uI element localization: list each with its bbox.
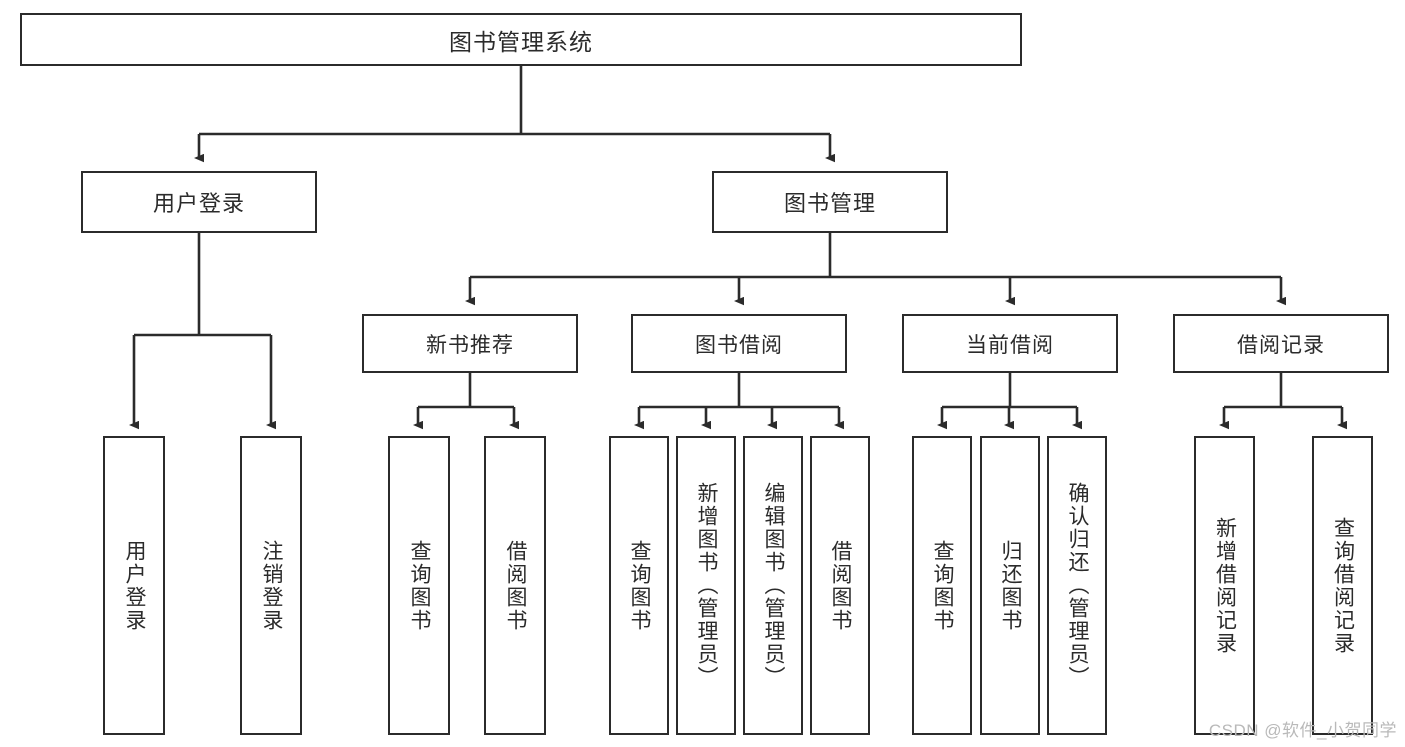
node-leaf-edit-book[interactable]: 编辑图书（管理员）	[743, 436, 803, 735]
node-borrow-record-label: 借阅记录	[1237, 333, 1325, 357]
node-new-book-recommend[interactable]: 新书推荐	[362, 314, 578, 373]
node-leaf-query-book-2[interactable]: 查询图书	[609, 436, 669, 735]
node-leaf-edit-book-label: 编辑图书（管理员）	[762, 482, 786, 689]
node-leaf-query-book-2-label: 查询图书	[628, 539, 652, 632]
node-book-borrow-label: 图书借阅	[695, 333, 783, 357]
node-leaf-logout-login[interactable]: 注销登录	[240, 436, 302, 735]
node-leaf-query-book-1-label: 查询图书	[408, 539, 432, 632]
node-leaf-borrow-book-1[interactable]: 借阅图书	[484, 436, 546, 735]
node-leaf-return-book[interactable]: 归还图书	[980, 436, 1040, 735]
node-user-login[interactable]: 用户登录	[81, 171, 317, 233]
node-leaf-user-login-label: 用户登录	[123, 539, 147, 632]
node-leaf-logout-login-label: 注销登录	[260, 539, 284, 632]
node-book-borrow[interactable]: 图书借阅	[631, 314, 847, 373]
node-leaf-borrow-book-1-label: 借阅图书	[504, 539, 528, 632]
node-new-book-recommend-label: 新书推荐	[426, 333, 514, 357]
node-current-borrow-label: 当前借阅	[966, 333, 1054, 357]
node-leaf-add-book-label: 新增图书（管理员）	[695, 482, 719, 689]
node-leaf-borrow-book-2[interactable]: 借阅图书	[810, 436, 870, 735]
node-root-label: 图书管理系统	[449, 28, 593, 55]
node-leaf-confirm-return-label: 确认归还（管理员）	[1066, 482, 1090, 689]
node-leaf-user-login[interactable]: 用户登录	[103, 436, 165, 735]
node-leaf-borrow-book-2-label: 借阅图书	[829, 539, 853, 632]
node-leaf-add-record-label: 新增借阅记录	[1213, 516, 1237, 655]
node-leaf-query-book-3[interactable]: 查询图书	[912, 436, 972, 735]
node-borrow-record[interactable]: 借阅记录	[1173, 314, 1389, 373]
node-leaf-query-book-3-label: 查询图书	[931, 539, 955, 632]
node-leaf-query-record[interactable]: 查询借阅记录	[1312, 436, 1373, 735]
node-book-management[interactable]: 图书管理	[712, 171, 948, 233]
node-leaf-add-book[interactable]: 新增图书（管理员）	[676, 436, 736, 735]
node-book-management-label: 图书管理	[783, 191, 876, 216]
node-leaf-add-record[interactable]: 新增借阅记录	[1194, 436, 1255, 735]
node-leaf-return-book-label: 归还图书	[999, 539, 1023, 632]
node-leaf-confirm-return[interactable]: 确认归还（管理员）	[1047, 436, 1107, 735]
watermark: CSDN @软件_小贺同学	[1208, 721, 1397, 740]
node-current-borrow[interactable]: 当前借阅	[902, 314, 1118, 373]
node-root[interactable]: 图书管理系统	[20, 13, 1022, 66]
node-leaf-query-record-label: 查询借阅记录	[1331, 516, 1355, 655]
node-leaf-query-book-1[interactable]: 查询图书	[388, 436, 450, 735]
node-user-login-label: 用户登录	[152, 191, 245, 216]
